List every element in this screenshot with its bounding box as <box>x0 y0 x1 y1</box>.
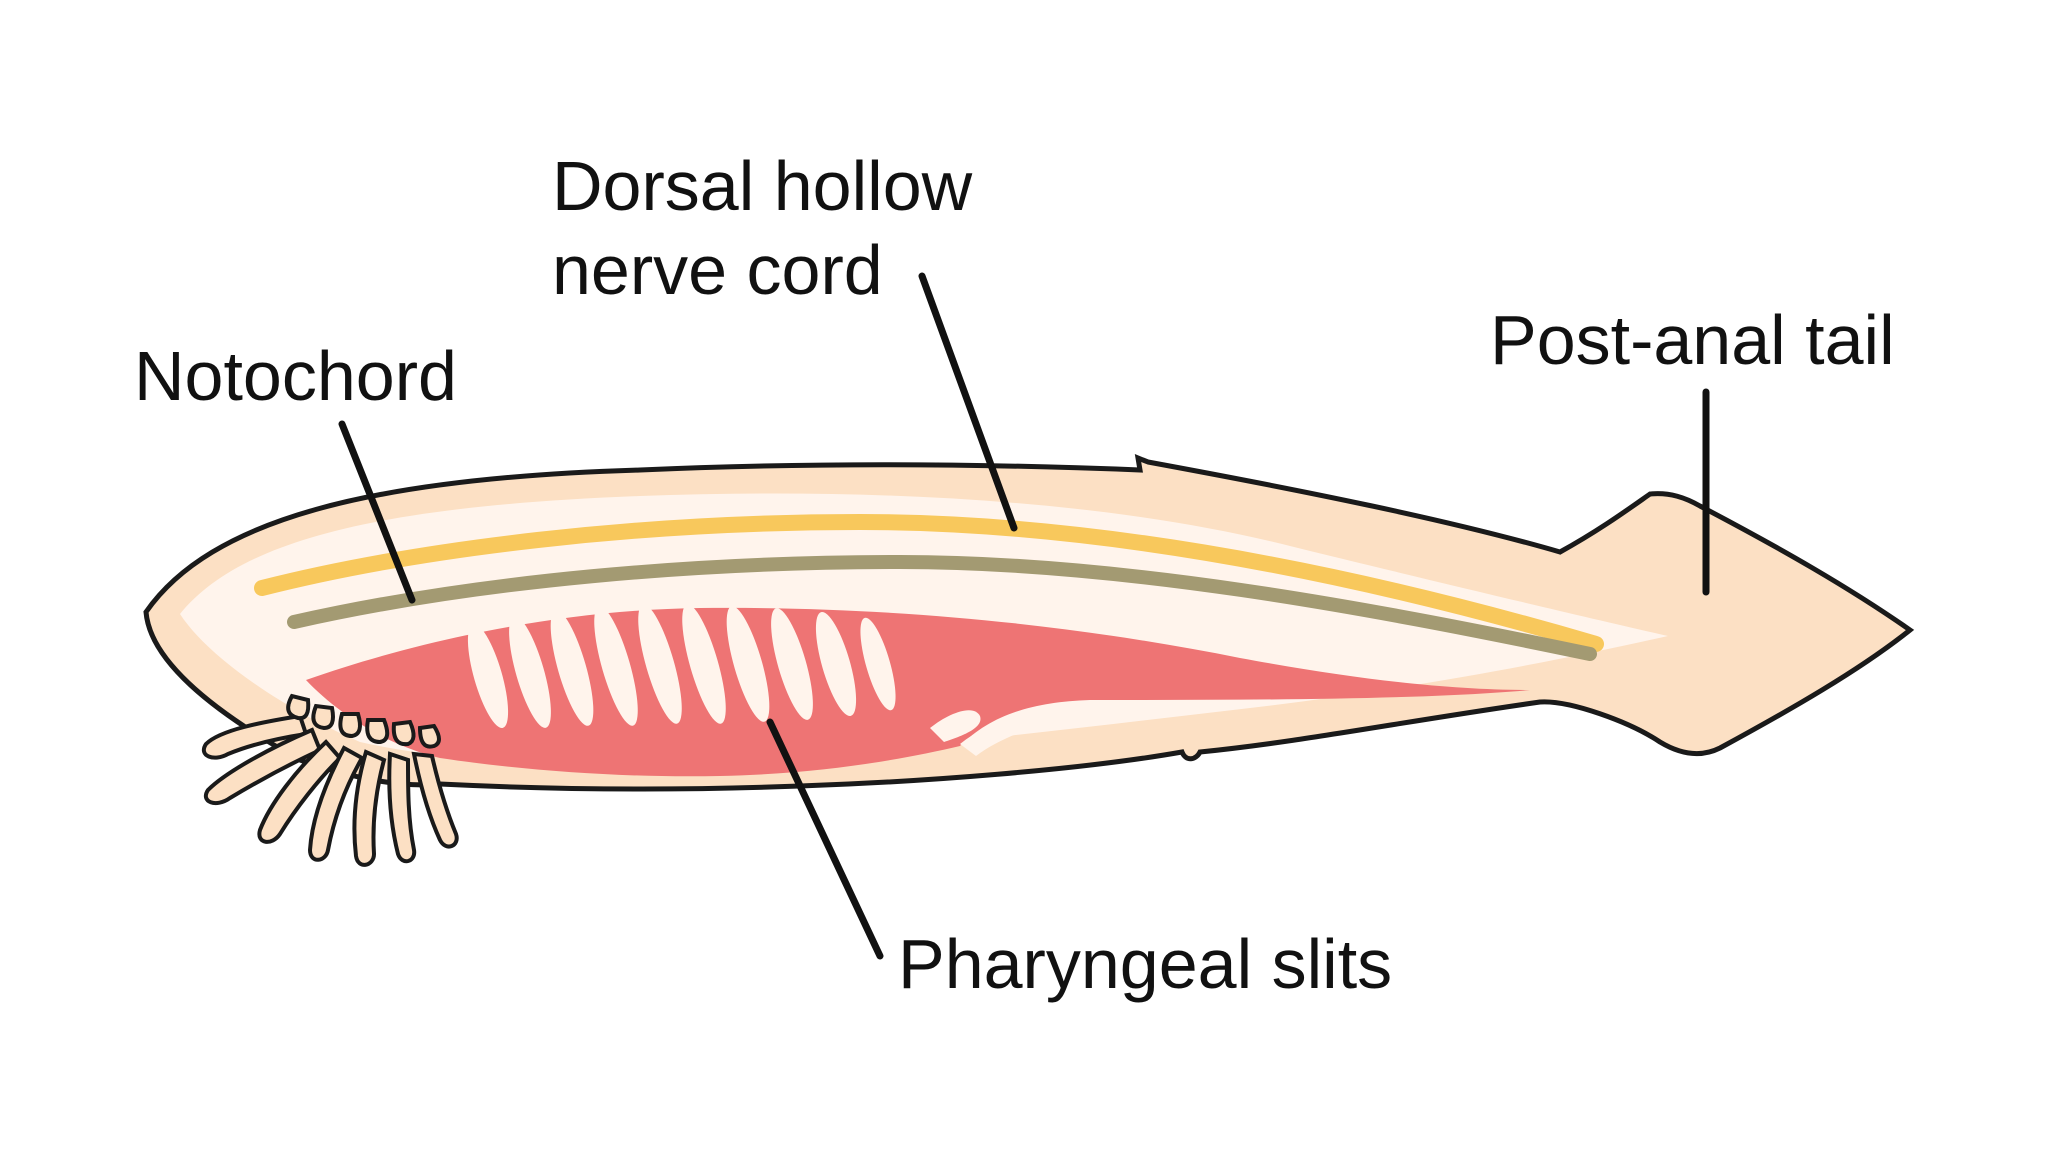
cirrus <box>307 745 365 862</box>
stub <box>311 703 335 731</box>
nerve-cord-leader <box>918 272 1018 532</box>
stub <box>286 693 311 721</box>
stub <box>365 718 390 745</box>
slits-leader <box>766 718 884 960</box>
slit <box>726 606 770 722</box>
slit <box>815 611 857 717</box>
post-anal-tail-label: Post-anal tail <box>1490 301 1895 379</box>
intestine <box>960 700 1140 756</box>
pharyngeal-slits-label: Pharyngeal slits <box>898 925 1393 1003</box>
notochord-band <box>287 554 1597 661</box>
cirrus <box>411 751 459 849</box>
intestine-curl <box>930 710 981 742</box>
notochord-leader <box>338 420 416 604</box>
stub <box>391 719 416 747</box>
notochord-label: Notochord <box>134 337 457 415</box>
slit <box>860 617 896 711</box>
nerve-cord-label-line1: Dorsal hollow <box>552 147 973 225</box>
oral-cirri <box>202 713 459 867</box>
nerve-cord <box>254 513 1604 652</box>
cirrus <box>352 749 387 867</box>
slit <box>509 616 551 728</box>
stub <box>338 712 362 739</box>
slit <box>594 606 638 726</box>
nerve-cord-label-line2: nerve cord <box>552 231 883 309</box>
slit <box>467 623 509 729</box>
cirrus <box>202 713 309 760</box>
slit <box>550 610 594 726</box>
slit <box>638 604 682 724</box>
cirrus <box>387 751 417 864</box>
cirrus <box>204 727 323 806</box>
slit <box>771 608 813 720</box>
slit <box>682 604 726 724</box>
cirri-stubs <box>286 693 441 749</box>
pharyngeal-slits <box>467 604 896 729</box>
nerve-cord-label: Dorsal hollow nerve cord <box>552 144 972 312</box>
cirrus <box>257 739 343 844</box>
stub <box>417 723 441 749</box>
